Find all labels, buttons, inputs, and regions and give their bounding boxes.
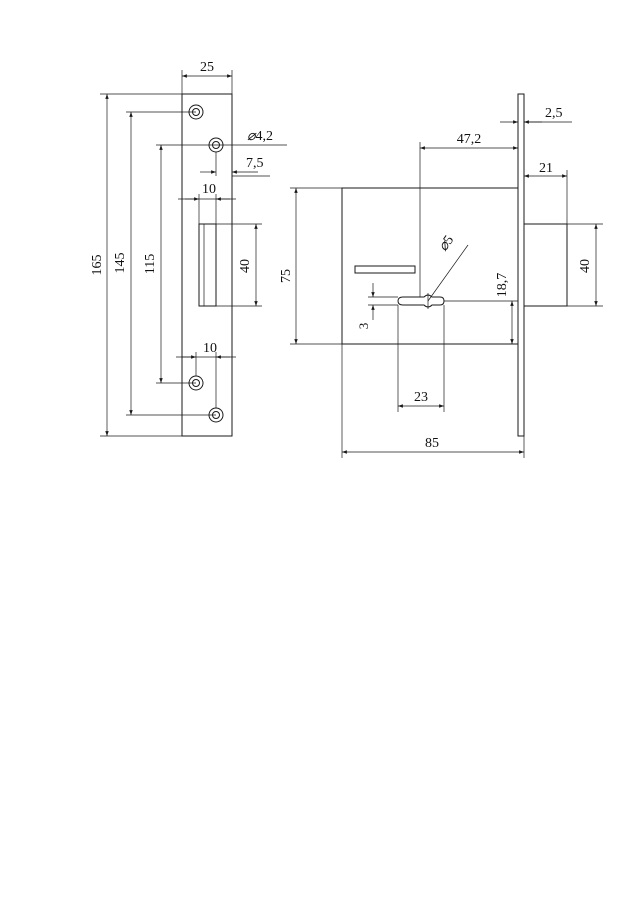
keyhole [397, 293, 445, 309]
spindle-pin [354, 265, 416, 274]
bolt [523, 223, 568, 307]
faceplate [181, 93, 233, 437]
dim-backset: 47,2 [457, 132, 482, 147]
dim-slot-height: 40 [238, 259, 253, 273]
dim-keyhole-span: 23 [414, 390, 428, 405]
dim-keyhole-diameter: ⌀5 [436, 233, 457, 254]
bolt-slot [198, 223, 217, 307]
lock-body-view: 2,5 47,2 21 40 75 ⌀5 18,7 3 [279, 93, 603, 458]
dim-body-depth: 85 [425, 436, 439, 451]
dim-body-height: 75 [279, 269, 294, 283]
dim-keyhole-gap: 3 [356, 323, 371, 330]
dim-slot-width-top: 10 [202, 182, 216, 197]
dim-hole-offset: 7,5 [246, 156, 264, 171]
faceplate-view: 25 165 145 115 ⌀4,2 7,5 10 [90, 60, 287, 437]
dim-keyhole-offset: 18,7 [495, 273, 510, 298]
dim-screw-spacing-inner: 115 [143, 254, 158, 274]
dim-screw-spacing-outer: 145 [113, 253, 128, 274]
dim-hole-diameter: ⌀4,2 [247, 129, 273, 144]
dim-faceplate-width: 25 [200, 60, 214, 75]
dim-bolt-projection: 21 [539, 161, 553, 176]
dim-bolt-height: 40 [578, 259, 593, 273]
diameter-icon: ⌀ [247, 129, 257, 144]
dim-total-height: 165 [90, 255, 105, 276]
dim-plate-thickness: 2,5 [545, 106, 563, 121]
front-plate [517, 93, 525, 437]
dim-slot-width-bottom: 10 [203, 341, 217, 356]
